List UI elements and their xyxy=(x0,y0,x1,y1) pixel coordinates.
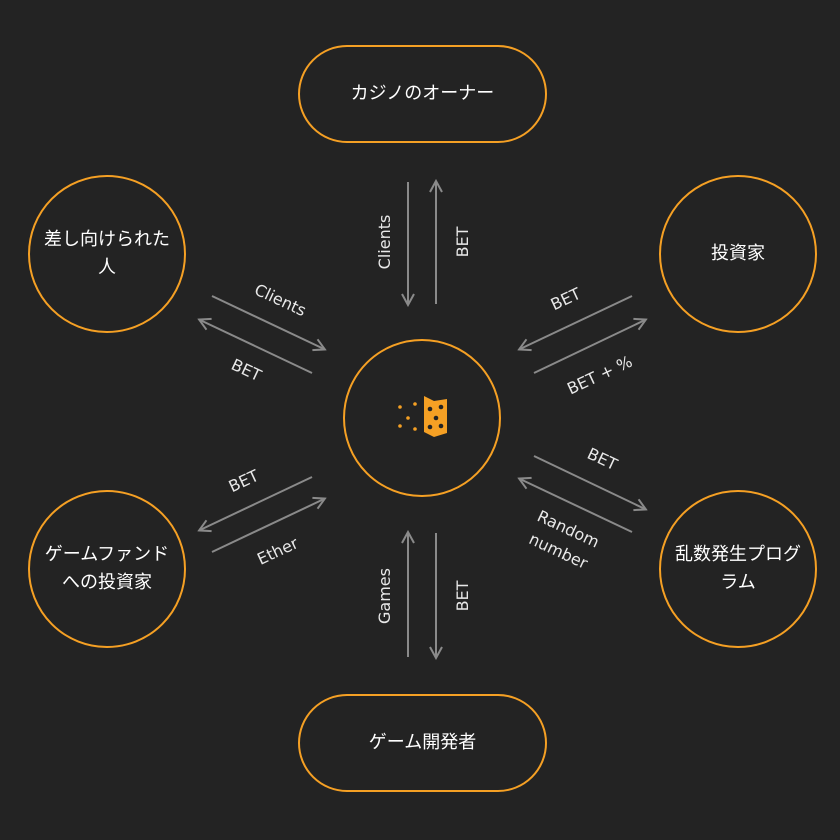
node-investor-label: 投資家 xyxy=(711,243,765,265)
arrow-bottom-left-ether xyxy=(211,499,324,553)
node-referred-person-label: 差し向けられた人 xyxy=(44,229,170,278)
node-game-developer: ゲーム開発者 xyxy=(298,694,547,792)
arrow-bottom-right-bet xyxy=(533,455,645,509)
label-top-right-bet: BET xyxy=(548,284,584,314)
node-rng-program: 乱数発生プログラム xyxy=(659,490,817,648)
label-top-right-bet-percent: BET + % xyxy=(564,352,635,399)
arrow-bottom-left-bet xyxy=(200,476,313,530)
arrow-bottom-right-random-number xyxy=(520,479,633,533)
node-game-fund-investor-label: ゲームファンドへの投資家 xyxy=(44,544,170,593)
node-game-fund-investor: ゲームファンドへの投資家 xyxy=(28,490,186,648)
label-top-left-bet: BET xyxy=(228,355,264,385)
label-bottom-games: Games xyxy=(375,568,394,624)
node-rng-program-label: 乱数発生プログラム xyxy=(675,544,801,593)
label-top-clients: Clients xyxy=(375,215,394,270)
label-top-bet: BET xyxy=(453,226,472,257)
node-casino-owner: カジノのオーナー xyxy=(298,45,547,143)
arrow-top-left-clients xyxy=(211,295,324,349)
label-bottom-left-bet: BET xyxy=(226,466,262,496)
node-game-developer-label: ゲーム開発者 xyxy=(368,732,477,754)
label-bottom-left-ether: Ether xyxy=(254,533,301,569)
node-referred-person: 差し向けられた人 xyxy=(28,175,186,333)
label-top-left-clients: Clients xyxy=(252,280,310,320)
label-bottom-bet: BET xyxy=(453,580,472,611)
dice-icon xyxy=(398,396,447,437)
node-investor: 投資家 xyxy=(659,175,817,333)
node-casino-owner-label: カジノのオーナー xyxy=(350,83,495,105)
arrow-top-right-bet-percent xyxy=(533,320,645,374)
center-node xyxy=(343,339,501,497)
arrow-top-left-bet xyxy=(200,320,313,374)
label-bottom-right-bet: BET xyxy=(584,444,620,474)
arrow-top-right-bet xyxy=(520,295,633,349)
